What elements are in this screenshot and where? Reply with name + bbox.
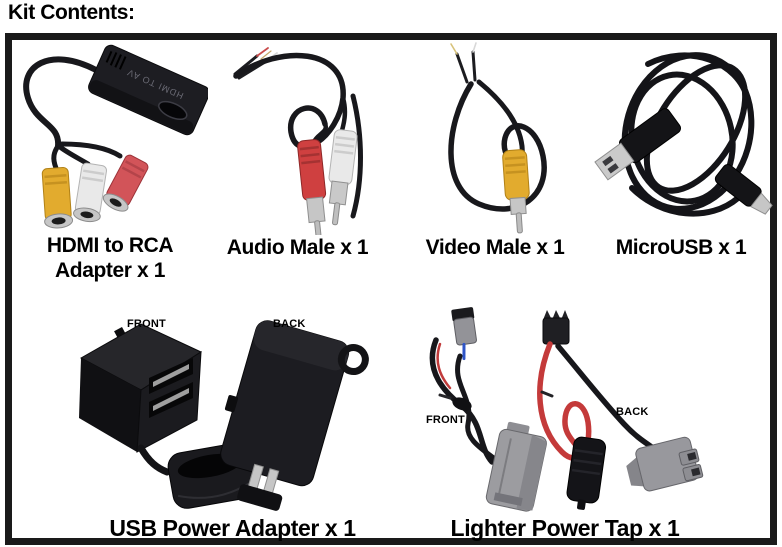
- kit-item-lighter-power-tap: FRONT BACK: [400, 300, 730, 541]
- item-label-usb-power-adapter: USB Power Adapter x 1: [109, 515, 356, 541]
- page-title: Kit Contents:: [8, 1, 135, 24]
- lighter-power-tap-photo: [429, 307, 704, 512]
- rca-female-yellow: [41, 167, 74, 229]
- audio-male-photo: [233, 47, 363, 235]
- lighter-power-tap-back-view: [537, 310, 704, 510]
- microusb-photo: [594, 52, 773, 217]
- hdmi-to-rca-adapter-photo: HDMI TO AV: [23, 44, 208, 229]
- kit-item-usb-power-adapter: FRONT BACK: [75, 300, 390, 541]
- front-tag: FRONT: [426, 414, 465, 426]
- item-label-microusb: MicroUSB x 1: [615, 236, 747, 259]
- usb-power-adapter-back-view: [220, 320, 369, 511]
- gray-pin-connector: [626, 436, 704, 492]
- back-tag: BACK: [273, 318, 306, 330]
- kit-item-microusb: MicroUSB x 1: [588, 40, 774, 260]
- item-label-video-male: Video Male x 1: [425, 236, 565, 259]
- rca-male-red: [297, 139, 327, 235]
- rca-male-white: [328, 129, 358, 226]
- kit-item-audio-male: Audio Male x 1: [205, 40, 390, 260]
- usb-a-plug: [594, 108, 682, 181]
- item-label-hdmi-line1: HDMI to RCA: [46, 234, 174, 257]
- usb-power-adapter-photo: [79, 320, 369, 511]
- back-tag: BACK: [616, 406, 649, 418]
- micro-usb-plug: [714, 164, 773, 215]
- usb-power-adapter-front-view: [79, 323, 255, 509]
- kit-item-video-male: Video Male x 1: [405, 40, 585, 260]
- item-label-hdmi-line2: Adapter x 1: [55, 259, 165, 282]
- sae-connector: [566, 436, 607, 510]
- kit-contents-box: HDMI TO AV HD: [5, 33, 777, 545]
- lighter-socket-connector: [485, 421, 547, 512]
- kit-item-hdmi-to-rca-adapter: HDMI TO AV HD: [12, 40, 208, 283]
- lighter-power-tap-front-view: [429, 307, 547, 512]
- rca-female-red: [102, 154, 149, 212]
- rca-male-yellow: [502, 149, 530, 234]
- front-tag: FRONT: [127, 318, 166, 330]
- video-male-photo: [448, 42, 547, 234]
- item-label-audio-male: Audio Male x 1: [226, 236, 369, 259]
- rca-female-white: [73, 162, 107, 223]
- item-label-lighter-power-tap: Lighter Power Tap x 1: [450, 515, 680, 541]
